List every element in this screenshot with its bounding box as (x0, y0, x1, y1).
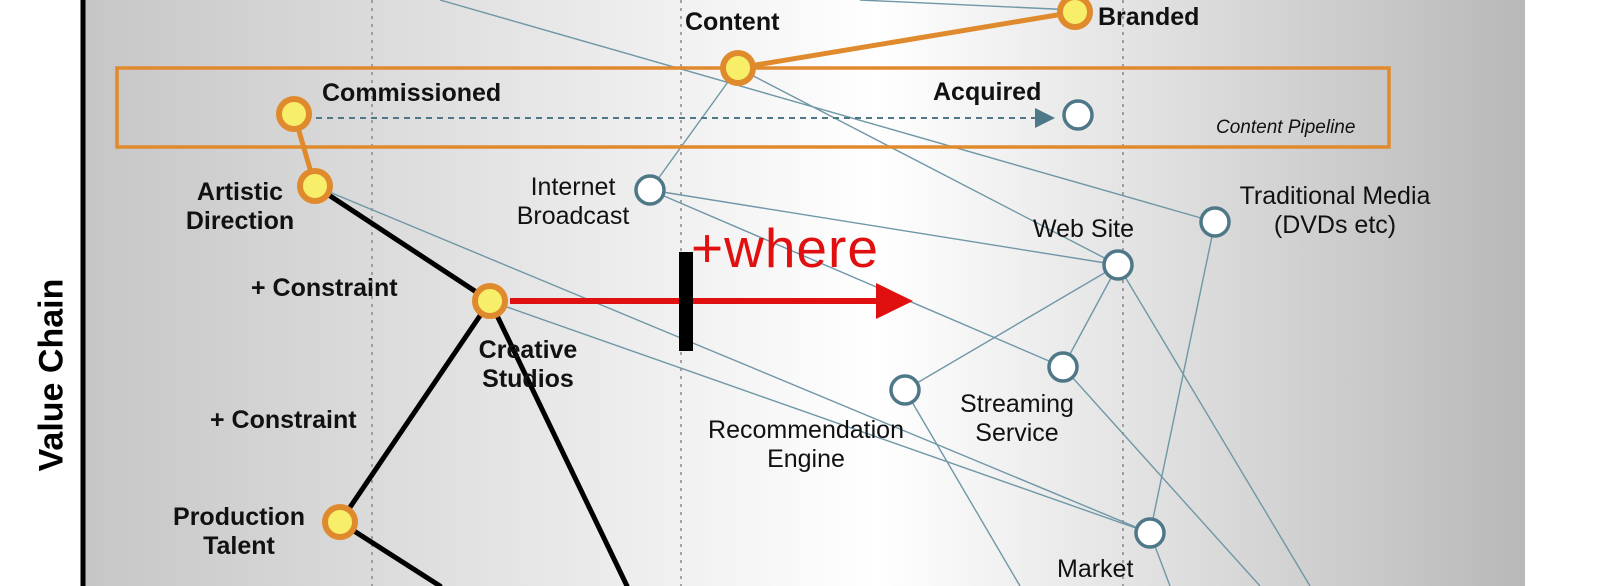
link-streaming-down (1062, 366, 1261, 586)
label-branded: Branded (1098, 3, 1200, 31)
map-background (85, 0, 1525, 586)
label-internet-broadcast-line-1: Internet (530, 173, 616, 201)
label-artistic-direction-line-2: Direction (185, 206, 295, 235)
node-internet-broadcast (634, 174, 666, 206)
label-where-annotation: +where (691, 217, 879, 279)
label-streaming-service-line-2: Service (975, 418, 1059, 447)
link-production-down (337, 519, 443, 586)
label-content-pipeline: Content Pipeline (1216, 117, 1356, 138)
component-nodes (634, 99, 1231, 549)
evolution-stage-dividers (371, 0, 1124, 586)
node-commissioned (276, 96, 312, 132)
label-content: Content (685, 8, 780, 36)
link-studios-market (489, 300, 1151, 534)
label-internet-broadcast: Internet Broadcast (517, 173, 630, 231)
label-acquired: Acquired (933, 78, 1042, 106)
label-artistic-direction: Artistic Direction (186, 178, 294, 236)
node-creative-studios (472, 283, 508, 319)
node-streaming-service (1047, 351, 1079, 383)
label-recommendation-engine-line-2: Engine (767, 444, 845, 473)
link-web-site-down (1117, 264, 1311, 586)
link-top-traditional-media (439, 0, 1216, 223)
label-traditional-media-line-2: (DVDs etc) (1273, 210, 1397, 239)
label-traditional-media-line-1: Traditional Media (1239, 182, 1431, 210)
label-artistic-direction-line-1: Artistic (196, 178, 284, 206)
label-web-site: Web Site (1033, 215, 1134, 243)
link-artistic-market (314, 185, 1151, 534)
link-recommendation-down (904, 389, 1021, 586)
label-market: Market (1057, 555, 1134, 583)
critical-path-links (312, 183, 630, 586)
link-studios-production (337, 298, 493, 525)
node-recommendation-engine (889, 374, 921, 406)
label-traditional-media: Traditional Media (DVDs etc) (1240, 182, 1431, 240)
node-acquired (1062, 99, 1094, 131)
node-market (1134, 517, 1166, 549)
label-recommendation-engine-line-1: Recommendation (708, 416, 904, 444)
label-streaming-service: Streaming Service (960, 390, 1074, 448)
y-axis-label: Value Chain (32, 278, 71, 472)
node-web-site (1102, 249, 1134, 281)
link-content-branded (737, 9, 1076, 71)
label-creative-studios-line-2: Studios (482, 364, 574, 393)
node-production-talent (322, 504, 358, 540)
link-web-site-streaming (1062, 264, 1119, 368)
label-internet-broadcast-line-2: Broadcast (516, 201, 630, 230)
label-production-talent-line-1: Production (173, 503, 305, 531)
label-commissioned: Commissioned (322, 79, 502, 107)
link-top-branded (859, 0, 1076, 11)
link-broadcast-web-site (649, 189, 1119, 266)
node-content (720, 50, 756, 86)
link-content-web-site (737, 67, 1119, 266)
link-traditional-market (1149, 221, 1216, 534)
label-recommendation-engine: Recommendation Engine (708, 416, 904, 474)
dependency-links (314, 0, 1311, 586)
node-branded (1057, 0, 1093, 30)
link-studios-down (487, 298, 630, 586)
movement-indicator (510, 252, 913, 351)
label-production-talent-line-2: Talent (203, 531, 275, 560)
label-production-talent: Production Talent (173, 503, 305, 561)
evolution-nodes (276, 0, 1093, 540)
movement-arrow-head (876, 283, 913, 319)
label-creative-studios: Creative Studios (479, 336, 578, 394)
node-artistic-direction (297, 168, 333, 204)
label-creative-studios-line-1: Creative (478, 336, 578, 364)
label-constraint-lower: + Constraint (210, 406, 357, 434)
link-web-site-recommendation (904, 264, 1119, 391)
link-content-internet-broadcast (649, 67, 739, 191)
node-traditional-media (1199, 206, 1231, 238)
label-streaming-service-line-1: Streaming (960, 390, 1074, 418)
link-artistic-studios (312, 183, 493, 304)
label-constraint-upper: + Constraint (251, 274, 398, 302)
